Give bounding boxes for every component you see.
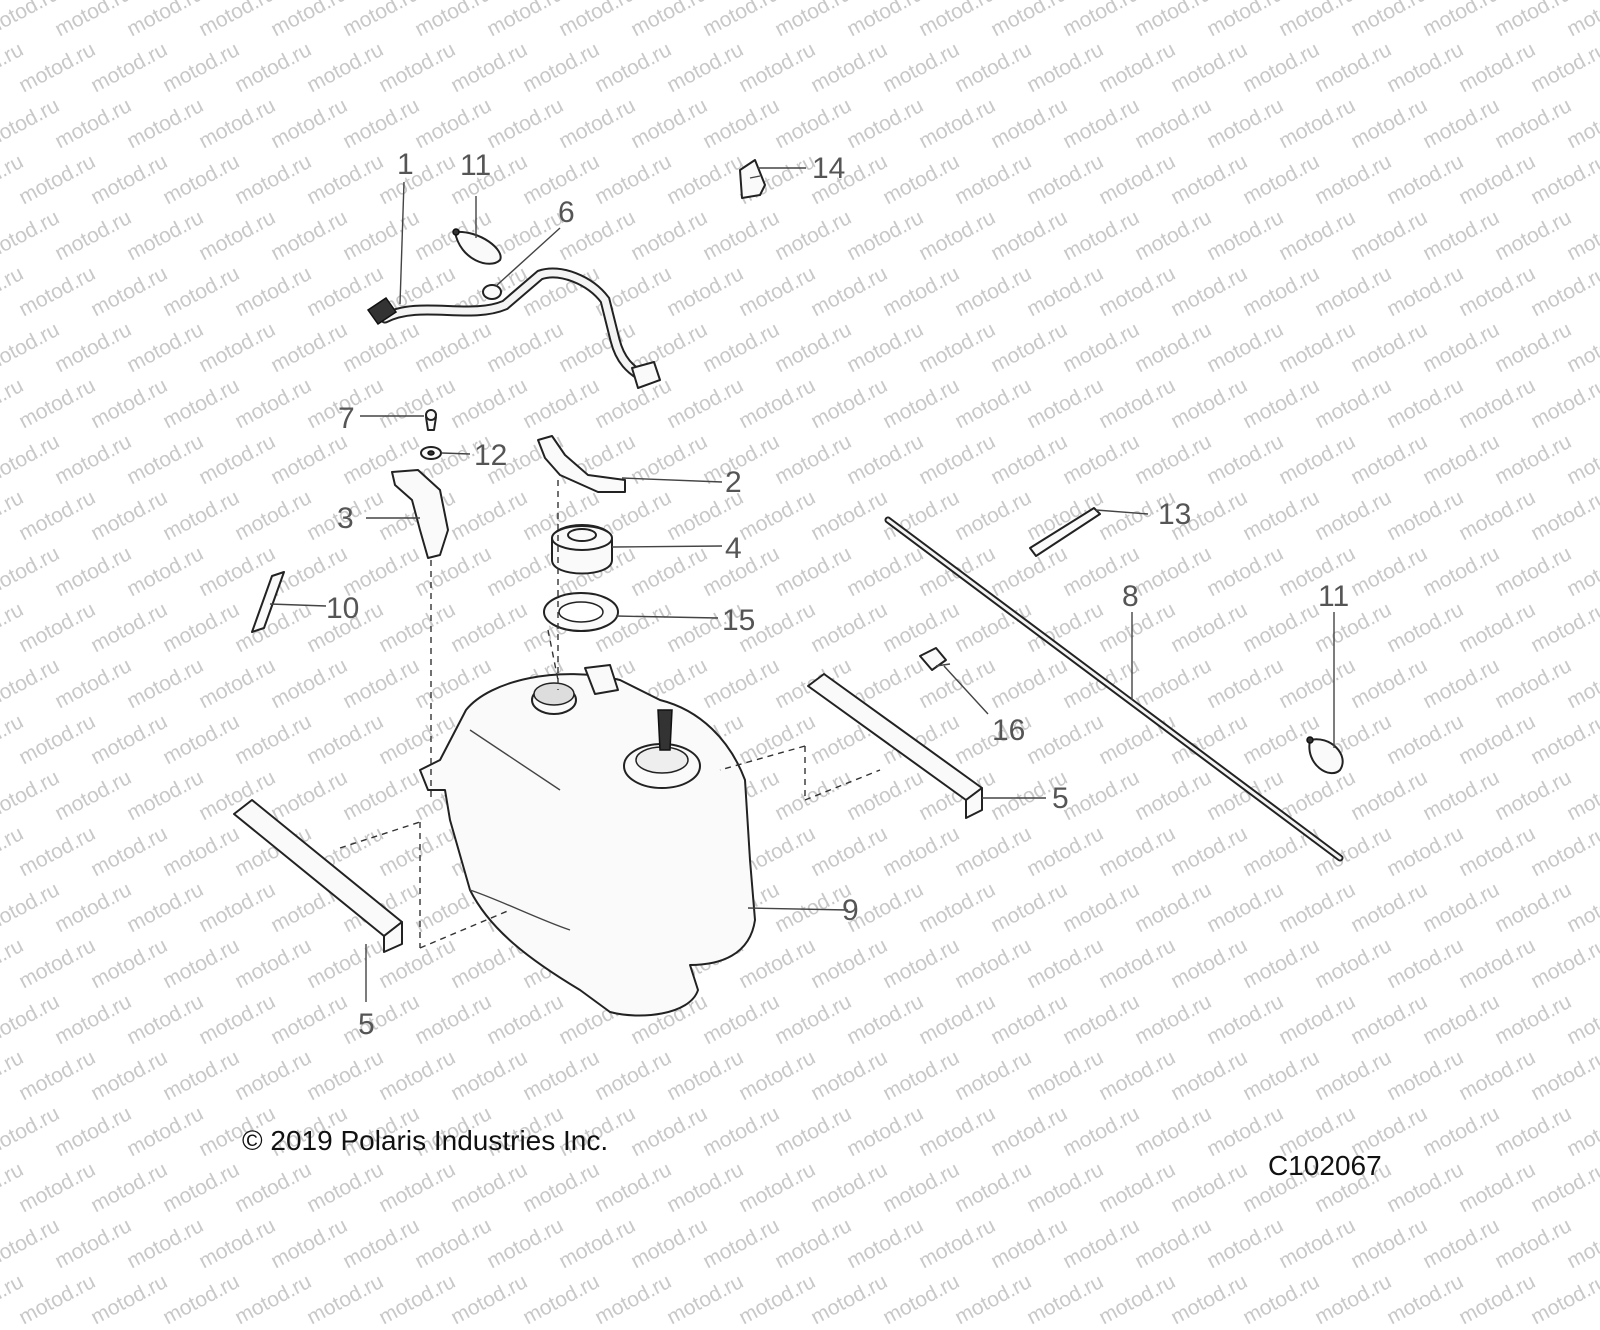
part-10-pad <box>251 571 285 633</box>
drawing-number: C102067 <box>1268 1150 1382 1181</box>
watermark-text: motod.ru <box>987 1213 1072 1274</box>
parts-diagram: 1 11 6 14 7 12 2 3 4 10 15 8 11 13 16 5 … <box>233 148 1349 1041</box>
callout-5-right: 5 <box>1052 782 1069 815</box>
callout-labels: 1 11 6 14 7 12 2 3 4 10 15 8 11 13 16 5 … <box>326 148 1349 1041</box>
callout-16: 16 <box>992 714 1025 747</box>
part-12-washer <box>420 446 442 460</box>
watermark-text: motod.ru <box>1167 1269 1252 1330</box>
part-11-clamp-top <box>452 228 502 265</box>
part-5-foam-right <box>807 673 983 819</box>
callout-13: 13 <box>1158 498 1191 531</box>
watermark-text: motod.ru <box>1383 1269 1468 1330</box>
callout-15: 15 <box>722 604 755 637</box>
watermark-text: motod.ru <box>1311 1269 1396 1330</box>
watermark-text: motod.ru <box>1527 1269 1600 1330</box>
part-7-screw <box>425 409 437 431</box>
callout-3: 3 <box>337 502 354 535</box>
watermark-text: motod.ru <box>1131 1213 1216 1274</box>
watermark-text: motod.ru <box>123 1213 208 1274</box>
watermark-text: motod.ru <box>1275 1213 1360 1274</box>
watermark-text: motod.ru <box>519 1269 604 1330</box>
watermark-text: motod.ru <box>1203 1213 1288 1274</box>
callout-9: 9 <box>842 894 859 927</box>
part-16-connector <box>919 647 951 671</box>
watermark-text: motod.ru <box>195 1213 280 1274</box>
leader-lines <box>269 167 1335 1002</box>
watermark-text: motod.ru <box>879 1269 964 1330</box>
watermark-text: motod.ru <box>51 1213 136 1274</box>
watermark-text: motod.ru <box>15 1269 100 1330</box>
part-11-clamp-right <box>1306 736 1344 775</box>
watermark-text: motod.ru <box>483 1213 568 1274</box>
callout-6: 6 <box>558 196 575 229</box>
watermark-text: motod.ru <box>159 1269 244 1330</box>
watermark-text: motod.ru <box>339 1213 424 1274</box>
callout-8: 8 <box>1122 580 1139 613</box>
callout-7: 7 <box>338 402 355 435</box>
watermark-text: motod.ru <box>627 1213 712 1274</box>
watermark-text: motod.ru <box>1563 1213 1600 1274</box>
watermark-text: motod.ru <box>411 1213 496 1274</box>
callout-11-top: 11 <box>460 149 491 182</box>
watermark-text: motod.ru <box>1419 1213 1504 1274</box>
part-9-fuel-tank <box>419 664 756 1017</box>
watermark-text: motod.ru <box>375 1269 460 1330</box>
part-13-strap <box>1029 507 1101 557</box>
part-5-foam-left <box>233 799 403 953</box>
watermark-text: motod.ru <box>1455 1269 1540 1330</box>
watermark-text: motod.ru <box>555 1213 640 1274</box>
watermark-text: motod.ru <box>1491 1213 1576 1274</box>
watermark-text: motod.ru <box>807 1269 892 1330</box>
watermark-text: motod.ru <box>771 1213 856 1274</box>
callout-14: 14 <box>812 152 845 185</box>
part-2-bracket <box>537 435 626 493</box>
watermark-text: motod.ru <box>87 1269 172 1330</box>
callout-2: 2 <box>725 466 742 499</box>
part-1-vent-hose <box>366 267 661 389</box>
watermark-text: motod.ru <box>1023 1269 1108 1330</box>
callout-1: 1 <box>397 148 414 181</box>
part-6-grommet <box>482 284 502 300</box>
callout-11-right: 11 <box>1318 580 1349 613</box>
part-4-fuel-cap <box>551 524 613 575</box>
part-3-bracket <box>391 469 449 559</box>
watermark-text: motod.ru <box>0 1269 28 1330</box>
watermark-text: motod.ru <box>699 1213 784 1274</box>
watermark-text: motod.ru <box>915 1213 1000 1274</box>
part-15-gasket <box>543 592 619 632</box>
part-8-hose <box>884 516 1344 862</box>
watermark-text: motod.ru <box>1059 1213 1144 1274</box>
watermark-text: motod.ru <box>0 1213 64 1274</box>
part-14-clip <box>739 159 766 199</box>
watermark-text: motod.ru <box>1095 1269 1180 1330</box>
watermark-text: motod.ru <box>591 1269 676 1330</box>
callout-5-left: 5 <box>358 1008 375 1041</box>
copyright-notice: © 2019 Polaris Industries Inc. <box>242 1125 609 1156</box>
callout-10: 10 <box>326 592 359 625</box>
assembly-dashed-lines <box>339 480 881 949</box>
watermark-text: motod.ru <box>447 1269 532 1330</box>
watermark-text: motod.ru <box>663 1269 748 1330</box>
watermark-text: motod.ru <box>1239 1269 1324 1330</box>
watermark-text: motod.ru <box>843 1213 928 1274</box>
watermark-text: motod.ru <box>231 1269 316 1330</box>
watermark-text: motod.ru <box>1347 1213 1432 1274</box>
watermark-text: motod.ru <box>267 1213 352 1274</box>
callout-12: 12 <box>474 439 507 472</box>
watermark-text: motod.ru <box>735 1269 820 1330</box>
watermark-text: motod.ru <box>303 1269 388 1330</box>
watermark-text: motod.ru <box>951 1269 1036 1330</box>
callout-4: 4 <box>725 532 742 565</box>
